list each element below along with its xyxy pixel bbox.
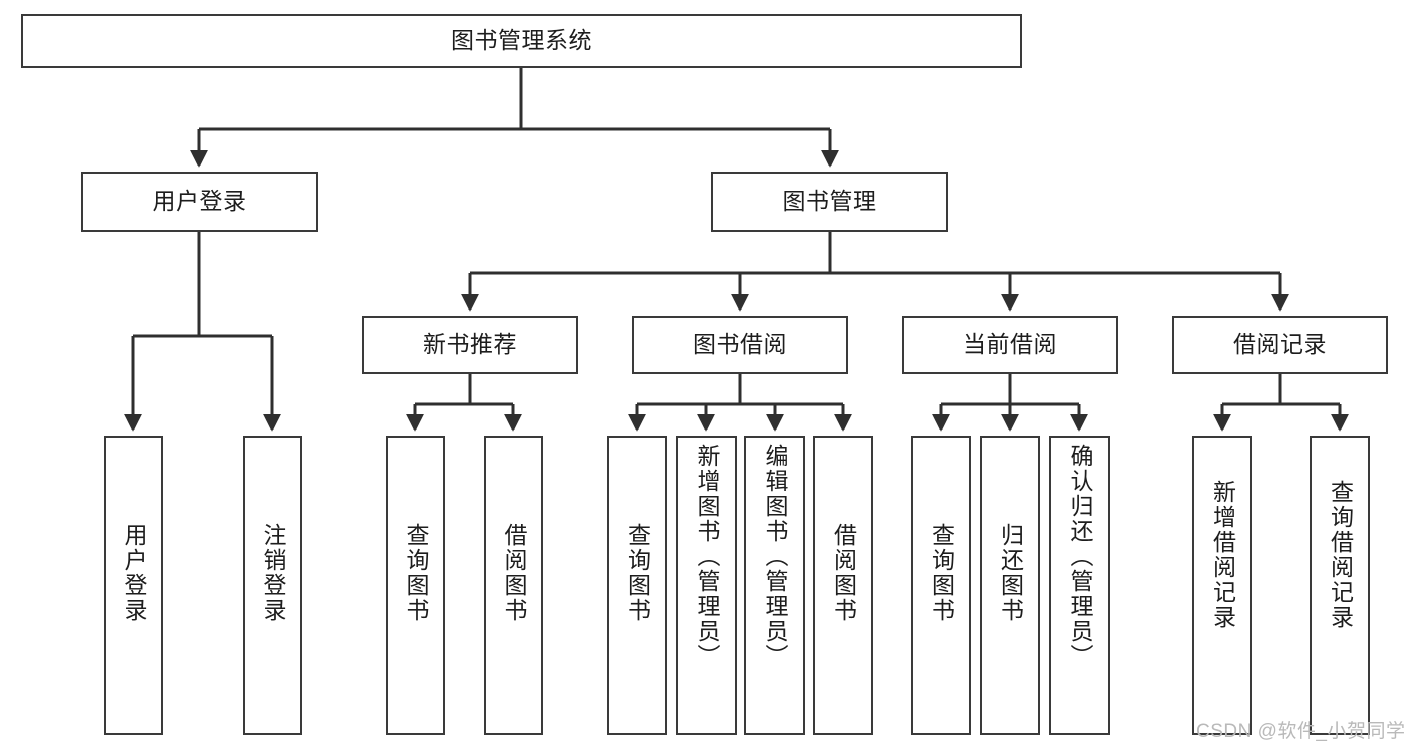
- node-borrow-record-label: 借阅记录: [1233, 331, 1327, 358]
- leaf-query-book-2[interactable]: 查询图书: [607, 436, 667, 735]
- leaf-confirm-return-label: 确认归还（管理员）: [1067, 444, 1093, 669]
- leaf-query-record[interactable]: 查询借阅记录: [1310, 436, 1370, 735]
- node-current-borrow[interactable]: 当前借阅: [902, 316, 1118, 374]
- node-root-label: 图书管理系统: [451, 27, 592, 54]
- node-book-borrow[interactable]: 图书借阅: [632, 316, 848, 374]
- leaf-edit-book-label: 编辑图书（管理员）: [762, 444, 788, 669]
- leaf-logout-label: 注销登录: [260, 523, 286, 623]
- node-user-login[interactable]: 用户登录: [81, 172, 318, 232]
- leaf-user-login-label: 用户登录: [121, 523, 147, 623]
- node-new-book-recommend[interactable]: 新书推荐: [362, 316, 578, 374]
- leaf-logout[interactable]: 注销登录: [243, 436, 302, 735]
- leaf-return-book[interactable]: 归还图书: [980, 436, 1040, 735]
- leaf-add-record-label: 新增借阅记录: [1209, 480, 1236, 630]
- node-book-manage[interactable]: 图书管理: [711, 172, 948, 232]
- leaf-borrow-book-2[interactable]: 借阅图书: [813, 436, 873, 735]
- leaf-user-login[interactable]: 用户登录: [104, 436, 163, 735]
- leaf-borrow-book-1-label: 借阅图书: [501, 523, 527, 623]
- leaf-add-book[interactable]: 新增图书（管理员）: [676, 436, 737, 735]
- leaf-add-book-label: 新增图书（管理员）: [694, 444, 720, 669]
- node-new-book-recommend-label: 新书推荐: [423, 331, 517, 358]
- leaf-borrow-book-1[interactable]: 借阅图书: [484, 436, 543, 735]
- leaf-confirm-return[interactable]: 确认归还（管理员）: [1049, 436, 1110, 735]
- leaf-return-book-label: 归还图书: [997, 523, 1024, 623]
- leaf-add-record[interactable]: 新增借阅记录: [1192, 436, 1252, 735]
- node-book-borrow-label: 图书借阅: [693, 331, 787, 358]
- leaf-query-book-1[interactable]: 查询图书: [386, 436, 445, 735]
- leaf-borrow-book-2-label: 借阅图书: [830, 523, 857, 623]
- leaf-query-book-3[interactable]: 查询图书: [911, 436, 971, 735]
- leaf-query-book-2-label: 查询图书: [624, 523, 651, 623]
- node-current-borrow-label: 当前借阅: [963, 331, 1057, 358]
- node-book-manage-label: 图书管理: [782, 188, 877, 215]
- leaf-query-book-3-label: 查询图书: [928, 523, 955, 623]
- leaf-edit-book[interactable]: 编辑图书（管理员）: [744, 436, 805, 735]
- node-user-login-label: 用户登录: [152, 188, 247, 215]
- leaf-query-record-label: 查询借阅记录: [1327, 480, 1354, 630]
- leaf-query-book-1-label: 查询图书: [403, 523, 429, 623]
- node-borrow-record[interactable]: 借阅记录: [1172, 316, 1388, 374]
- node-root[interactable]: 图书管理系统: [21, 14, 1022, 68]
